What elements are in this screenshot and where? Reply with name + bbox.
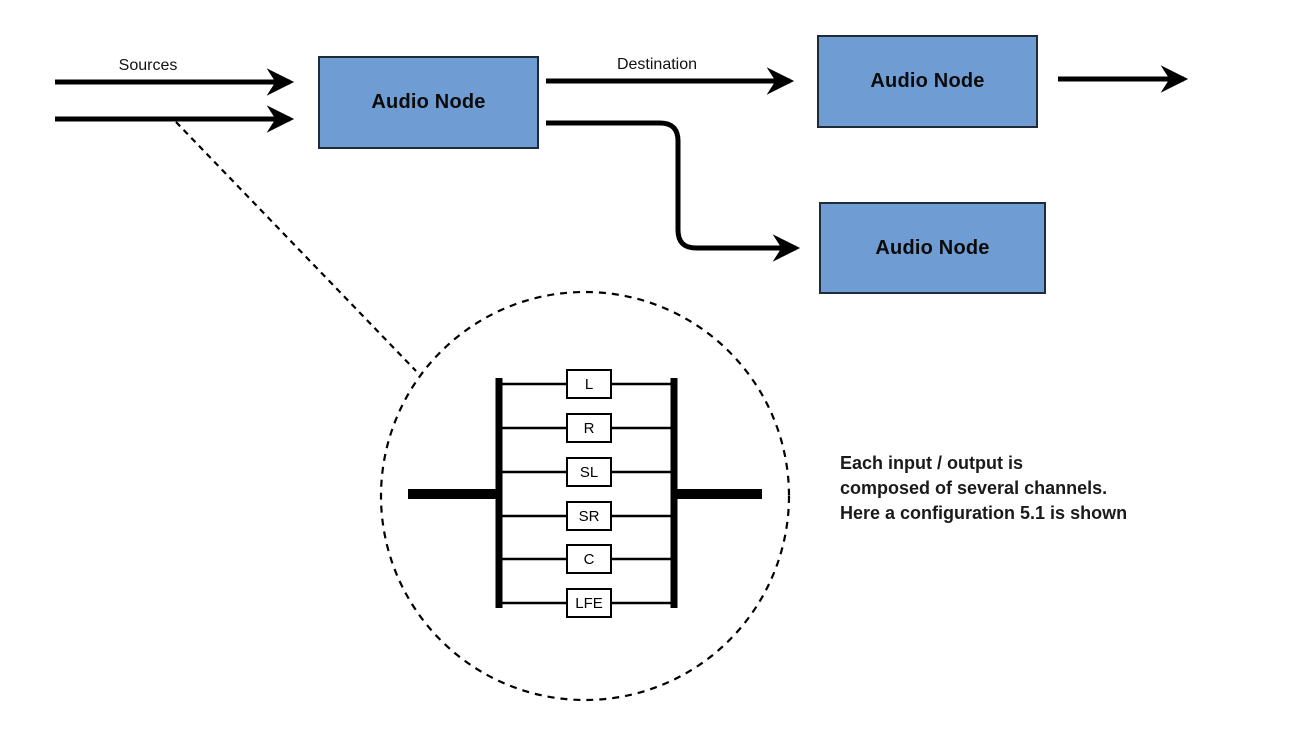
channels-note-line-1: Each input / output is <box>840 453 1023 473</box>
audio-node-destination-label: Audio Node <box>870 70 985 92</box>
sources-label: Sources <box>118 57 178 74</box>
audio-node-source-box: Audio Node <box>318 56 539 149</box>
audio-node-source-label: Audio Node <box>371 91 486 113</box>
channels-note: Each input / output is composed of sever… <box>840 451 1127 526</box>
channel-box-sl: SL <box>566 457 612 487</box>
channel-box-l: L <box>566 369 612 399</box>
audio-node-destination-box: Audio Node <box>817 35 1038 128</box>
audio-node-branch-box: Audio Node <box>819 202 1046 294</box>
channel-box-c: C <box>566 544 612 574</box>
branch-elbow-arrow <box>546 120 801 262</box>
channels-note-line-3: Here a configuration 5.1 is shown <box>840 503 1128 523</box>
zoom-leader-dashed-line <box>175 121 417 372</box>
destination-label: Destination <box>616 56 698 73</box>
zoom-circle <box>379 290 791 702</box>
channel-box-r: R <box>566 413 612 443</box>
channels-note-line-2: composed of several channels. <box>840 478 1108 498</box>
audio-node-branch-label: Audio Node <box>875 236 990 259</box>
channel-box-lfe: LFE <box>566 588 612 618</box>
channel-box-sr: SR <box>566 501 612 531</box>
